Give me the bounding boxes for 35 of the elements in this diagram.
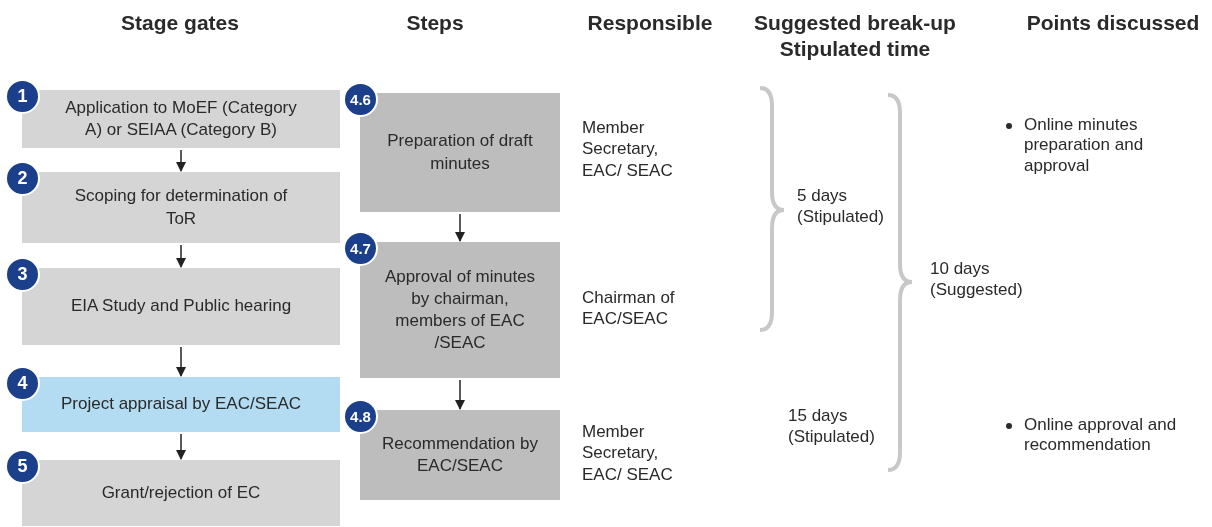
number-badge: 4 bbox=[5, 366, 40, 401]
box-text: Preparation of draft minutes bbox=[386, 130, 534, 175]
box-text: Application to MoEF (Category A) or SEIAA (Category B) bbox=[64, 96, 298, 141]
column-header: Stage gates bbox=[120, 10, 240, 36]
number-badge: 4.6 bbox=[343, 82, 378, 117]
bullet-text: Online minutes preparation and approval bbox=[1024, 115, 1145, 177]
number-badge: 1 bbox=[5, 79, 40, 114]
note-text: Member Secretary, EAC/ SEAC bbox=[582, 421, 674, 485]
bullet-text: Online approval and recommendation bbox=[1024, 415, 1178, 456]
box-text: Project appraisal by EAC/SEAC bbox=[61, 393, 301, 416]
number-badge: 4.7 bbox=[343, 231, 378, 266]
box-text: Approval of minutes by chairman, members of EAC /SEAC bbox=[383, 265, 537, 355]
arrow bbox=[455, 379, 465, 410]
arrow bbox=[176, 433, 186, 460]
arrow bbox=[176, 346, 186, 377]
arrow bbox=[455, 213, 465, 242]
note-text: Chairman of EAC/SEAC bbox=[582, 287, 676, 330]
box-text: Recommendation by EAC/SEAC bbox=[382, 432, 538, 477]
box-text: Scoping for determination of ToR bbox=[73, 185, 289, 230]
column-header: Points discussed bbox=[1025, 10, 1201, 36]
number-badge: 5 bbox=[5, 449, 40, 484]
box-text: EIA Study and Public hearing bbox=[70, 295, 292, 318]
number-badge: 4.8 bbox=[343, 399, 378, 434]
note-text: 5 days (Stipulated) bbox=[797, 185, 885, 228]
column-header: Responsible bbox=[586, 10, 714, 36]
note-text: 15 days (Stipulated) bbox=[788, 405, 876, 448]
arrow bbox=[176, 244, 186, 268]
box-text: Grant/rejection of EC bbox=[101, 481, 261, 504]
note-text: Member Secretary, EAC/ SEAC bbox=[582, 117, 674, 181]
number-badge: 3 bbox=[5, 257, 40, 292]
number-badge: 2 bbox=[5, 161, 40, 196]
note-text: 10 days (Suggested) bbox=[930, 258, 1024, 301]
column-header: Steps bbox=[405, 10, 465, 36]
column-header: Suggested break-up Stipulated time bbox=[753, 10, 957, 63]
arrow bbox=[176, 149, 186, 172]
